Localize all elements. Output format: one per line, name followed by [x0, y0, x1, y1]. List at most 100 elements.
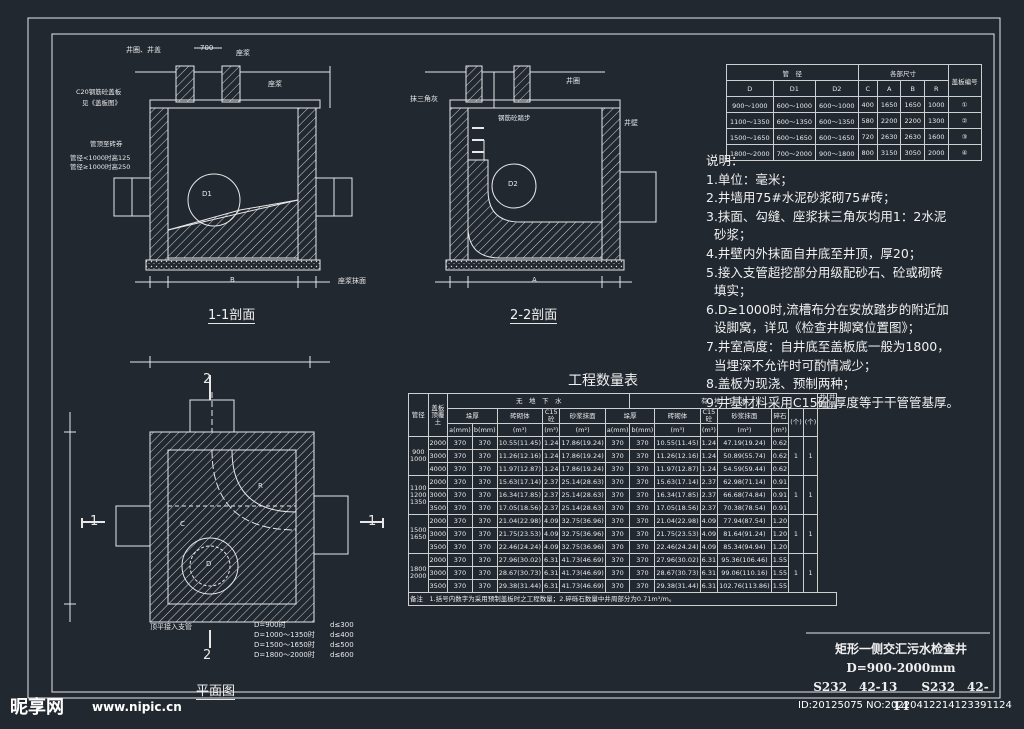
dim-sub: A [876, 80, 902, 97]
qty-cell: 17.05(18.56) [496, 501, 543, 515]
qty-cell: 370 [604, 527, 631, 541]
qty-count: 1 [802, 514, 819, 554]
qty-cell: 370 [447, 501, 473, 515]
qty-cell: 21.75(23.53) [496, 527, 543, 541]
plan-section-mark-bottom: 2 [203, 648, 212, 663]
qty-cell: 4.09 [541, 540, 561, 554]
qty-cell: 370 [604, 488, 631, 502]
qty-head: 盖板顶覆土 [427, 393, 449, 437]
note-line: 1.单位：毫米； [706, 171, 793, 187]
notes-block: 说明：1.单位：毫米；2.井墙用75#水泥砂浆砌75#砖；3.抹面、勾缝、座浆抹… [706, 152, 1006, 412]
title-section-2-2: 2-2剖面 [510, 304, 558, 324]
dim-header: 盖板编号 [947, 64, 982, 97]
qty-cell: 2.37 [541, 488, 561, 502]
qty-cell: 11.26(12.16) [654, 449, 701, 463]
qty-cell: 3500 [427, 579, 449, 593]
qty-cell: 25.14(28.63) [559, 475, 606, 489]
note-line: 4.井壁内外抹面自井底至井顶，厚20； [706, 245, 922, 261]
qty-cell: 81.64(91.24) [717, 527, 772, 541]
qty-cell: 370 [604, 579, 631, 593]
qty-cell: 370 [447, 475, 473, 489]
drawing-subtitle: D=900-2000mm [846, 661, 956, 675]
qty-cell: 28.67(30.73) [496, 566, 543, 580]
qty-head3: (m³) [770, 423, 790, 437]
dim-cell: ① [947, 96, 982, 113]
label-pipe-a: 管径<1000时高125 [70, 154, 131, 162]
qty-count: 1 [802, 475, 819, 515]
qty-cell: 1.24 [699, 462, 719, 476]
label-b: B [230, 276, 235, 284]
qty-cell: 370 [629, 540, 656, 554]
plan-label-r: R [258, 482, 263, 490]
label-cover-slab: C20钢筋砼盖板 [76, 88, 122, 96]
qty-head: 井圈 [826, 393, 838, 409]
qty-cell: 1.20 [770, 527, 790, 541]
dim-cell: 600～1650 [815, 128, 859, 145]
qty-cell: 6.31 [699, 566, 719, 580]
qty-cell: 370 [447, 488, 473, 502]
plan-section-mark-left: 1 [90, 514, 99, 529]
dim-cell: 2200 [900, 112, 926, 129]
dim-cell: ③ [947, 128, 982, 145]
qty-cell: 10.55(11.45) [496, 436, 543, 450]
qty-head2: 砂浆抹面 [717, 408, 772, 424]
qty-count: 1 [802, 436, 819, 476]
note-line: 8.盖板为现浇、预制两种； [706, 376, 856, 392]
qty-cell: 370 [629, 449, 656, 463]
qty-cell: 0.62 [770, 436, 790, 450]
qty-cell: 370 [447, 527, 473, 541]
qty-cell: 17.86(19.24) [559, 449, 606, 463]
label-pipe-b: 管径≥1000时高250 [70, 163, 131, 171]
label-triangle-fill: 抹三角灰 [410, 95, 438, 103]
dim-cell: 600～1350 [772, 112, 817, 129]
plan-dvalue: d≤500 [330, 641, 354, 649]
qty-table-title: 工程数量表 [568, 373, 638, 389]
title-plan: 平面图 [196, 680, 236, 700]
qty-cell: 6.31 [699, 553, 719, 567]
qty-cell: 4.09 [699, 540, 719, 554]
qty-cell: 370 [471, 462, 498, 476]
qty-cell: 370 [629, 527, 656, 541]
image-id-text: ID:20125075 NO:20220412214123391124 [798, 700, 1012, 711]
qty-cell: 370 [471, 579, 498, 593]
qty-cell: 370 [447, 436, 473, 450]
title-section-1-1: 1-1剖面 [208, 304, 256, 324]
note-line: 填实； [706, 283, 752, 299]
qty-cell: 3000 [427, 488, 449, 502]
qty-cell: 102.76(113.86) [717, 579, 772, 593]
qty-cell: 370 [447, 449, 473, 463]
dim-cell: 900～1800 [815, 144, 859, 161]
label-pipe-top: 管顶至砖券 [90, 140, 123, 148]
qty-count: 1 [802, 553, 819, 593]
note-line: 3.抹面、勾缝、座浆抹三角灰均用1：2水泥 [706, 208, 947, 224]
label-mortar: 座浆 [268, 80, 282, 88]
qty-cell: 16.34(17.85) [496, 488, 543, 502]
qty-cell: 2000 [427, 436, 449, 450]
qty-count: 1 [788, 436, 804, 476]
dim-cell: 720 [857, 128, 878, 145]
qty-head2: 砂浆抹面 [559, 408, 606, 424]
plan-condition-row: D=1800～2000时 [254, 651, 315, 659]
inner-border [51, 33, 995, 693]
qty-cell: 11.26(12.16) [496, 449, 543, 463]
qty-cell: 0.91 [770, 475, 790, 489]
qty-cell: 1.24 [541, 449, 561, 463]
qty-cell: 22.46(24.24) [496, 540, 543, 554]
dim-cell: 400 [857, 96, 878, 113]
qty-cell: 62.98(71.14) [717, 475, 772, 489]
dim-cell: 2000 [924, 144, 949, 161]
qty-cell: 370 [471, 475, 498, 489]
qty-head3: (m³) [496, 423, 543, 437]
qty-cell: 25.14(28.63) [559, 501, 606, 515]
qty-cell: 2000 [427, 553, 449, 567]
qty-cell: 370 [629, 566, 656, 580]
qty-head2: (个) [788, 408, 804, 437]
plan-dvalue: d≤600 [330, 651, 354, 659]
